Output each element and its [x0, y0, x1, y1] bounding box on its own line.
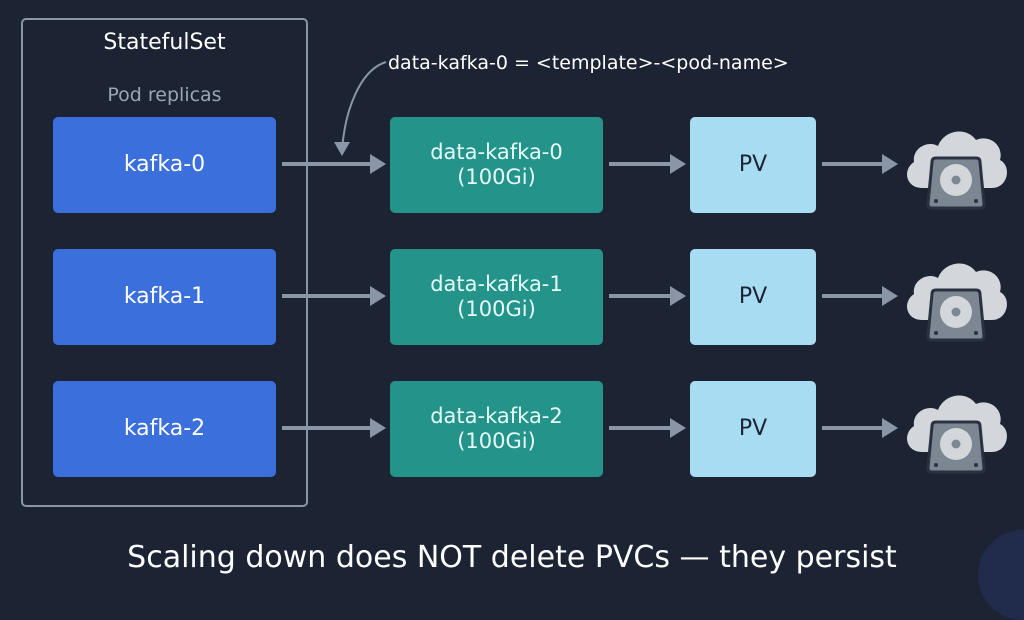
pvc-name: data-kafka-2 — [430, 403, 563, 428]
pvc-box[interactable]: data-kafka-2 (100Gi) — [390, 381, 603, 477]
pvc-name: data-kafka-0 — [430, 139, 563, 164]
pod-name: kafka-0 — [123, 151, 206, 177]
arrowhead — [670, 418, 686, 438]
cloud-disk-icon — [900, 382, 1012, 478]
disk-spindle — [951, 175, 961, 185]
pvc-size: (100Gi) — [457, 297, 536, 321]
pv-box[interactable]: PV — [690, 117, 816, 213]
arrowhead — [670, 154, 686, 174]
connector-layer — [282, 61, 898, 438]
pv-box[interactable]: PV — [690, 249, 816, 345]
pvc-box[interactable]: data-kafka-0 (100Gi) — [390, 117, 603, 213]
annotation-curved-arrow — [341, 61, 387, 151]
statefulset-subtitle: Pod replicas — [107, 84, 222, 106]
disk-spindle — [951, 307, 961, 317]
statefulset-container — [21, 18, 308, 507]
pv-label: PV — [738, 151, 768, 177]
pod-name: kafka-2 — [123, 415, 206, 441]
cloud-disk-icon — [900, 250, 1012, 346]
pod-box[interactable]: kafka-2 — [53, 381, 276, 477]
pv-label: PV — [738, 415, 768, 441]
pvc-name: data-kafka-1 — [430, 271, 563, 296]
naming-annotation: data-kafka-0 = <template>-<pod-name> — [388, 52, 789, 74]
arrowhead — [370, 286, 386, 306]
pv-label: PV — [738, 283, 768, 309]
arrowhead — [370, 154, 386, 174]
pvc-size: (100Gi) — [457, 429, 536, 453]
caption: Scaling down does NOT delete PVCs — they… — [127, 540, 897, 575]
disk-spindle — [951, 439, 961, 449]
arrowhead — [670, 286, 686, 306]
pv-box[interactable]: PV — [690, 381, 816, 477]
pvc-box[interactable]: data-kafka-1 (100Gi) — [390, 249, 603, 345]
pod-name: kafka-1 — [123, 283, 206, 309]
pod-box[interactable]: kafka-0 — [53, 117, 276, 213]
arrowhead — [370, 418, 386, 438]
annotation-arrowhead — [334, 142, 350, 156]
statefulset-title: StatefulSet — [103, 30, 226, 55]
arrowhead — [882, 418, 898, 438]
cloud-disk-icon — [900, 118, 1012, 214]
pod-box[interactable]: kafka-1 — [53, 249, 276, 345]
arrowhead — [882, 154, 898, 174]
arrowhead — [882, 286, 898, 306]
pvc-size: (100Gi) — [457, 165, 536, 189]
